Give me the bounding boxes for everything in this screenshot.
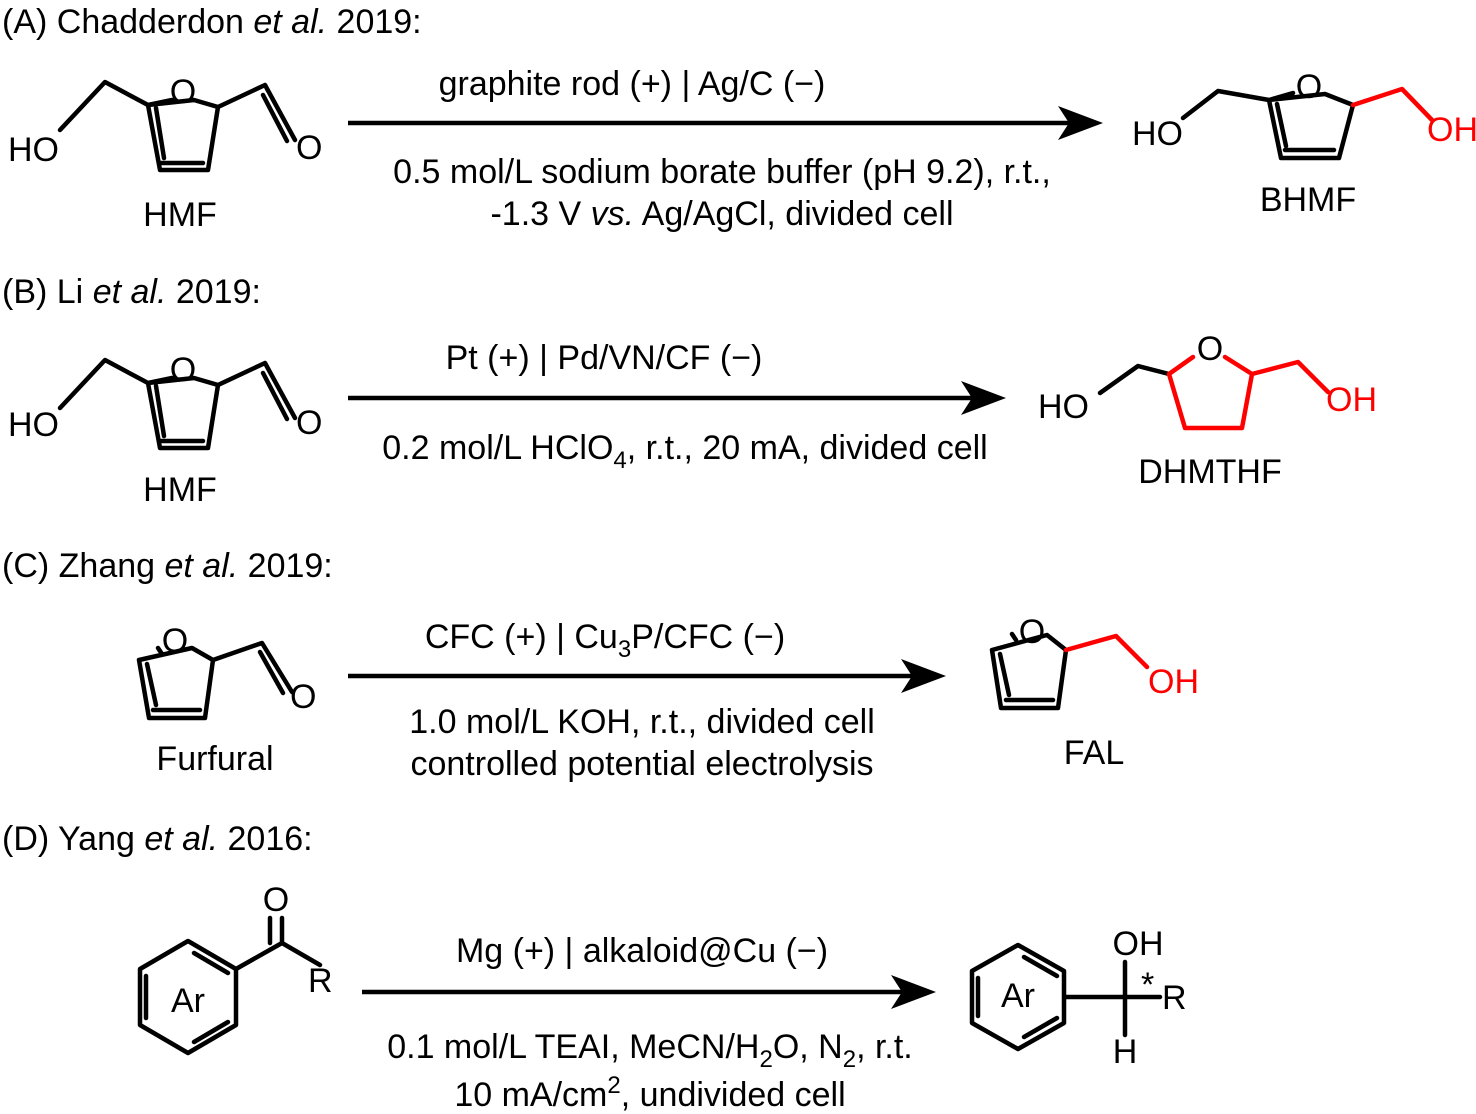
panel-c: (C) Zhang et al. 2019: O O Furfural CFC …	[2, 547, 1199, 783]
ring-oxygen-label: O	[162, 622, 188, 660]
conditions-electrolyte: 0.2 mol/L HClO4, r.t., 20 mA, divided ce…	[382, 429, 987, 474]
reactant-name: Furfural	[156, 740, 273, 778]
conditions-electrolyte: 0.5 mol/L sodium borate buffer (pH 9.2),…	[393, 153, 1051, 191]
product-name: DHMTHF	[1138, 453, 1282, 491]
stereocenter-asterisk: *	[1141, 966, 1154, 1004]
ring-oxygen-label: O	[1019, 613, 1045, 651]
panel-d-heading: (D) Yang et al. 2016:	[2, 820, 313, 858]
reactant-name: HMF	[143, 471, 217, 509]
conditions-electrodes: Mg (+) | alkaloid@Cu (−)	[456, 932, 828, 970]
panel-b: (B) Li et al. 2019: O HO O HMF Pt (+) | …	[2, 273, 1377, 509]
reaction-arrow-d	[362, 975, 936, 1009]
conditions-potential: -1.3 V vs. Ag/AgCl, divided cell	[490, 195, 953, 233]
reaction-arrow-c	[348, 659, 946, 693]
fal-structure: O OH	[989, 613, 1199, 711]
r-group-label: R	[308, 962, 333, 1000]
aryl-label: Ar	[1001, 977, 1035, 1015]
reaction-arrow-b	[348, 381, 1006, 415]
aryl-ketone-structure: Ar O R	[137, 881, 333, 1056]
aryl-label: Ar	[171, 982, 205, 1020]
dhmthf-structure: O HO OH	[1038, 330, 1377, 431]
r-group-label: R	[1162, 979, 1187, 1017]
reactant-name: HMF	[143, 196, 217, 234]
carbonyl-oxygen-label: O	[296, 404, 322, 442]
ring-oxygen-label: O	[1296, 68, 1322, 106]
hydroxyl-label: HO	[1038, 388, 1089, 426]
panel-b-heading: (B) Li et al. 2019:	[2, 273, 261, 311]
reaction-arrow-a	[348, 106, 1103, 140]
panel-a: (A) Chadderdon et al. 2019: O HO O HMF g…	[2, 3, 1476, 234]
hmf-structure-a: O HO O	[8, 73, 322, 173]
ring-oxygen-label: O	[170, 351, 196, 389]
panel-d: (D) Yang et al. 2016: Ar O R Mg (+) | al…	[2, 820, 1187, 1114]
product-name: FAL	[1064, 734, 1124, 772]
product-name: BHMF	[1260, 181, 1356, 219]
carbonyl-oxygen-label: O	[290, 678, 316, 716]
hydroxyl-label: HO	[8, 131, 59, 169]
panel-a-heading: (A) Chadderdon et al. 2019:	[2, 3, 422, 41]
conditions-electrolyte: 0.1 mol/L TEAI, MeCN/H2O, N2, r.t.	[387, 1028, 913, 1073]
new-hydroxyl-label: OH	[1427, 111, 1476, 149]
hydrogen-label: H	[1113, 1033, 1138, 1071]
conditions-method: controlled potential electrolysis	[410, 745, 873, 783]
panel-c-heading: (C) Zhang et al. 2019:	[2, 547, 333, 585]
conditions-electrodes: CFC (+) | Cu3P/CFC (−)	[425, 618, 785, 663]
ring-oxygen-label: O	[170, 73, 196, 111]
bhmf-structure: O HO OH	[1132, 68, 1476, 161]
hydroxyl-label: OH	[1113, 925, 1164, 963]
carbonyl-oxygen-label: O	[263, 881, 289, 919]
new-hydroxyl-label: OH	[1326, 381, 1377, 419]
furfural-structure: O O	[136, 622, 316, 721]
conditions-current: 10 mA/cm2, undivided cell	[454, 1072, 845, 1114]
hydroxyl-label: HO	[1132, 115, 1183, 153]
conditions-electrodes: graphite rod (+) | Ag/C (−)	[439, 65, 826, 103]
ring-oxygen-label: O	[1197, 330, 1223, 368]
hmf-structure-b: O HO O	[8, 351, 322, 451]
hydroxyl-label: HO	[8, 406, 59, 444]
conditions-electrodes: Pt (+) | Pd/VN/CF (−)	[446, 339, 763, 377]
conditions-electrolyte: 1.0 mol/L KOH, r.t., divided cell	[409, 703, 875, 741]
new-hydroxyl-label: OH	[1148, 663, 1199, 701]
chiral-alcohol-structure: Ar OH * R H	[969, 925, 1187, 1071]
carbonyl-oxygen-label: O	[296, 129, 322, 167]
